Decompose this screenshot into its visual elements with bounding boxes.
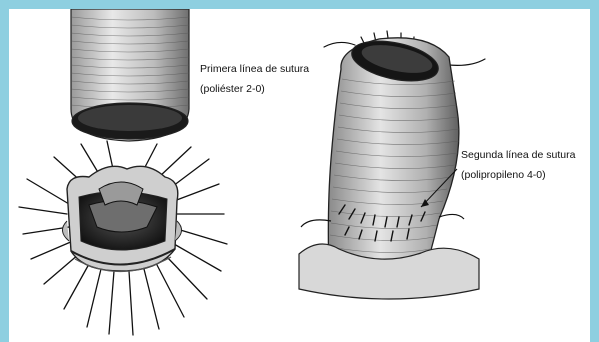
right-sutured-graft [299,31,485,299]
second-suture-label-line2: (polipropileno 4-0) [461,165,575,185]
aortic-root-with-sutures [19,141,227,335]
first-suture-label-line2: (poliéster 2-0) [200,79,309,99]
illustration-panel: Primera línea de sutura (poliéster 2-0) … [9,9,590,342]
first-suture-label-line1: Primera línea de sutura [200,59,309,79]
left-graft-tube [71,9,189,141]
second-suture-label-line1: Segunda línea de sutura [461,145,575,165]
first-suture-label: Primera línea de sutura (poliéster 2-0) [200,59,309,99]
second-suture-label: Segunda línea de sutura (polipropileno 4… [461,145,575,185]
